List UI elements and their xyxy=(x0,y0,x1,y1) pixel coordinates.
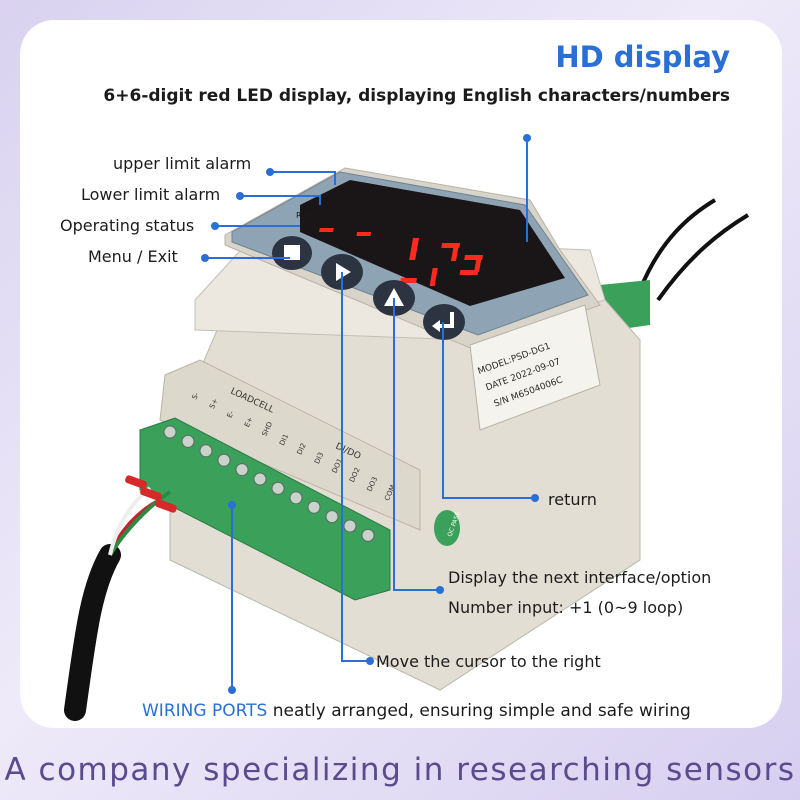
right-cable xyxy=(638,198,717,291)
hd-display-title: HD display xyxy=(555,40,730,74)
menu-exit-button[interactable] xyxy=(272,236,312,270)
callout-cursor-right: Move the cursor to the right xyxy=(376,652,601,671)
right-cable-2 xyxy=(656,213,750,302)
callout-upper-limit-alarm: upper limit alarm xyxy=(113,154,252,173)
callout-lower-limit-alarm: Lower limit alarm xyxy=(81,185,221,204)
indicator-run: RUN xyxy=(296,211,313,220)
callout-menu-exit: Menu / Exit xyxy=(88,247,178,266)
terminal-screws xyxy=(163,425,375,542)
terminal-screw-7[interactable] xyxy=(289,491,303,505)
terminal-screw-4[interactable] xyxy=(235,463,249,477)
terminal-screw-6[interactable] xyxy=(271,481,285,495)
wiring-ports-caption: WIRING PORTS neatly arranged, ensuring s… xyxy=(142,701,691,721)
led-window xyxy=(300,180,565,306)
green-terminal-strip xyxy=(139,417,391,601)
terminal-label-2: E- xyxy=(226,409,236,419)
triangle-right-icon xyxy=(336,263,351,281)
terminal-screw-2[interactable] xyxy=(199,444,213,458)
terminal-screw-5[interactable] xyxy=(253,472,267,486)
callout-next-interface: Display the next interface/option xyxy=(448,568,712,587)
enter-arrow-icon xyxy=(436,312,454,328)
terminal-label-3: E+ xyxy=(243,416,255,429)
indicator-ah: AH xyxy=(330,188,342,197)
wiring-ports-rest: neatly arranged, ensuring simple and saf… xyxy=(267,701,691,721)
led-digits xyxy=(319,228,484,286)
terminal-screw-1[interactable] xyxy=(181,434,195,448)
terminal-screw-9[interactable] xyxy=(325,510,339,524)
triangle-up-icon xyxy=(384,288,404,306)
callout-return: return xyxy=(548,490,597,509)
hd-display-subtitle: 6+6-digit red LED display, displaying En… xyxy=(103,86,730,106)
terminal-screw-8[interactable] xyxy=(307,500,321,514)
green-wire xyxy=(108,490,172,557)
terminal-label-0: S- xyxy=(191,391,201,401)
callout-lines xyxy=(205,135,535,690)
terminal-screw-0[interactable] xyxy=(163,425,177,439)
main-cable xyxy=(64,544,121,721)
callout-operating-status: Operating status xyxy=(60,216,195,235)
wire-ferrules xyxy=(125,475,177,513)
terminal-screw-10[interactable] xyxy=(343,519,357,533)
terminal-screw-11[interactable] xyxy=(361,528,375,542)
wiring-ports-highlight: WIRING PORTS xyxy=(142,701,268,721)
callout-dots xyxy=(201,134,539,694)
terminal-label-1: S+ xyxy=(208,397,220,410)
terminal-cover xyxy=(159,359,421,531)
square-icon xyxy=(284,245,300,260)
terminal-screw-3[interactable] xyxy=(217,453,231,467)
company-footer: A company specializing in researching se… xyxy=(4,752,796,788)
callout-number-input: Number input: +1 (0~9 loop) xyxy=(448,598,684,617)
label-plate xyxy=(469,304,601,431)
qc-pass-badge xyxy=(434,510,460,546)
